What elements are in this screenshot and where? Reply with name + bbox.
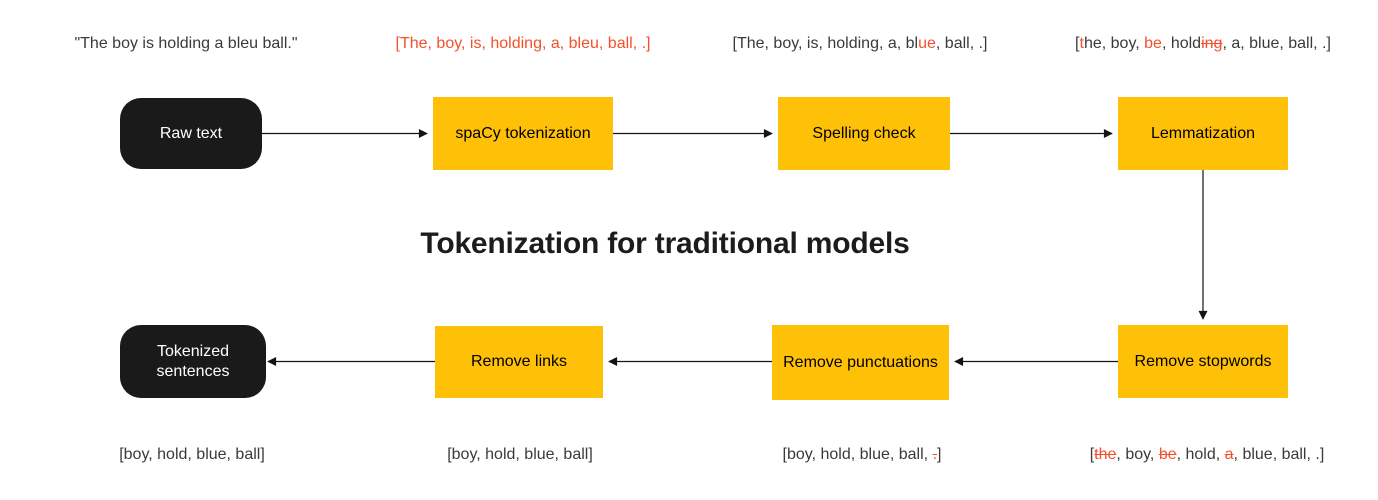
- annotation-segment: [The, boy, is, holding, a, bleu, ball, .…: [395, 35, 651, 52]
- annotation-segment: .: [932, 446, 938, 463]
- annotation-segment: t: [1079, 35, 1084, 52]
- annotation-segment: be: [1144, 35, 1162, 52]
- annotation-segment: , blue, ball, .]: [1233, 446, 1325, 463]
- node-raw-text: Raw text: [120, 98, 262, 169]
- node-spelling-check: Spelling check: [778, 97, 950, 170]
- annotation-segment: , boy,: [1116, 446, 1159, 463]
- annotation-final-tokens: [boy, hold, blue, ball]: [42, 444, 342, 466]
- annotation-after-remove-links: [boy, hold, blue, ball]: [370, 444, 670, 466]
- annotation-segment: , hold,: [1176, 446, 1225, 463]
- annotation-segment: ]: [937, 446, 942, 463]
- node-lemmatization: Lemmatization: [1118, 97, 1288, 170]
- annotation-segment: [: [1089, 446, 1095, 463]
- annotation-after-remove-punct: [boy, hold, blue, ball, .]: [712, 444, 1012, 466]
- annotation-segment: [boy, hold, blue, ball]: [119, 446, 265, 463]
- annotation-segment: [The, boy, is, holding, a, bl: [732, 35, 919, 52]
- annotation-segment: [boy, hold, blue, ball]: [447, 446, 593, 463]
- annotation-segment: the: [1094, 446, 1117, 463]
- annotation-segment: be: [1158, 446, 1177, 463]
- node-remove-stopwords: Remove stopwords: [1118, 325, 1288, 398]
- node-remove-links: Remove links: [435, 326, 603, 398]
- annotation-segment: , hold: [1161, 35, 1202, 52]
- annotation-tokenized-raw: [The, boy, is, holding, a, bleu, ball, .…: [373, 33, 673, 55]
- annotation-raw-sentence: "The boy is holding a bleu ball.": [36, 33, 336, 55]
- node-spacy-tokenization: spaCy tokenization: [433, 97, 613, 170]
- annotation-segment: ing: [1201, 35, 1223, 52]
- node-remove-punctuations: Remove punctuations: [772, 325, 949, 400]
- diagram-title: Tokenization for traditional models: [420, 227, 910, 260]
- annotation-segment: [: [1075, 35, 1080, 52]
- annotation-segment: , ball, .]: [935, 35, 988, 52]
- annotation-segment: ue: [918, 35, 936, 52]
- annotation-segment: "The boy is holding a bleu ball.": [74, 35, 298, 52]
- node-tokenized-sentences: Tokenized sentences: [120, 325, 266, 398]
- annotation-segment: , a, blue, ball, .]: [1222, 35, 1331, 52]
- annotation-after-stopwords: [the, boy, be, hold, a, blue, ball, .]: [1047, 444, 1367, 466]
- annotation-segment: a: [1224, 446, 1234, 463]
- annotation-segment: [boy, hold, blue, ball,: [782, 446, 933, 463]
- annotation-segment: he, boy,: [1083, 35, 1145, 52]
- annotation-spelling-corrected: [The, boy, is, holding, a, blue, ball, .…: [710, 33, 1010, 55]
- annotation-lemmatized: [the, boy, be, holding, a, blue, ball, .…: [1043, 33, 1363, 55]
